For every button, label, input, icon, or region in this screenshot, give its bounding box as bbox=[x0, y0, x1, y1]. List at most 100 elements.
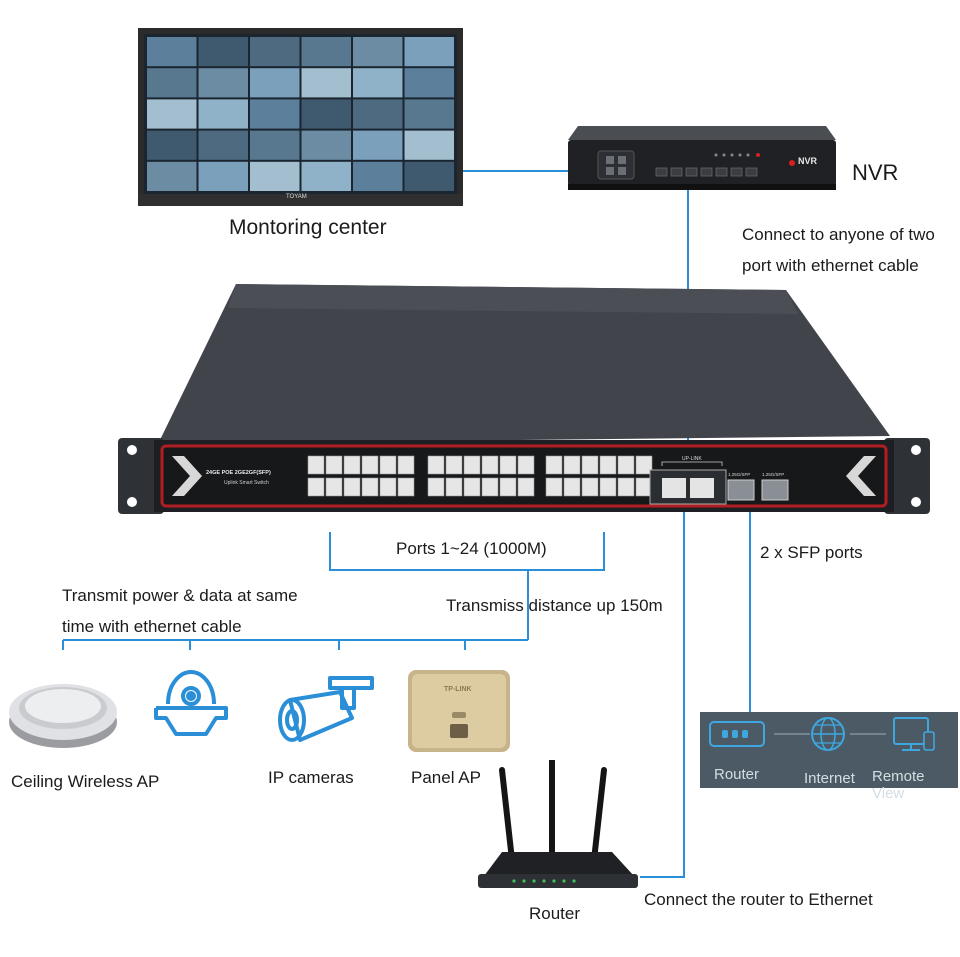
network-strip: Router Internet Remote View bbox=[700, 712, 958, 802]
monitor-tile bbox=[301, 161, 351, 191]
monitor-tile bbox=[198, 68, 248, 98]
rj45-port bbox=[397, 455, 415, 475]
monitor-tile bbox=[353, 99, 403, 129]
monitor-tile bbox=[404, 68, 454, 98]
rj45-port bbox=[545, 455, 563, 475]
monitor-tile bbox=[301, 99, 351, 129]
rj45-port bbox=[599, 455, 617, 475]
monitor-tile bbox=[147, 68, 197, 98]
monitor-tile bbox=[198, 99, 248, 129]
rj45-port bbox=[427, 477, 445, 497]
router-device bbox=[472, 757, 642, 898]
rj45-port bbox=[427, 455, 445, 475]
monitor-tile bbox=[301, 37, 351, 67]
rj45-port bbox=[445, 477, 463, 497]
rj45-port bbox=[307, 477, 325, 497]
monitor-tile bbox=[250, 130, 300, 160]
monitor-tile bbox=[353, 37, 403, 67]
rj45-port bbox=[343, 477, 361, 497]
ports-range-label: Ports 1~24 (1000M) bbox=[396, 539, 547, 558]
rj45-port bbox=[325, 455, 343, 475]
ceiling-ap-device bbox=[6, 666, 120, 756]
panel-ap-device: TP-LINK bbox=[406, 668, 512, 754]
sfp-label-2: 1.25G/SFP bbox=[762, 472, 785, 477]
rj45-port bbox=[563, 477, 581, 497]
router-strip-icon bbox=[709, 721, 765, 747]
monitor-tile bbox=[353, 68, 403, 98]
monitor-tile bbox=[250, 161, 300, 191]
monitor-tile bbox=[404, 130, 454, 160]
panel-ap-brand: TP-LINK bbox=[444, 686, 472, 693]
rj45-port bbox=[481, 455, 499, 475]
monitor-tile bbox=[198, 161, 248, 191]
transmit-line1: Transmit power & data at same bbox=[62, 586, 298, 605]
rj45-port bbox=[581, 477, 599, 497]
transmiss-distance-label: Transmiss distance up 150m bbox=[446, 596, 663, 615]
monitor-tile bbox=[147, 37, 197, 67]
strip-router-label: Router bbox=[714, 766, 760, 783]
bullet-camera-icon bbox=[270, 670, 382, 750]
router-uplink-link bbox=[640, 512, 685, 878]
router-label: Router bbox=[529, 904, 581, 923]
monitor-wall: TOYAM bbox=[138, 28, 463, 206]
rj45-port bbox=[463, 477, 481, 497]
monitor-tile bbox=[250, 68, 300, 98]
rj45-port bbox=[517, 455, 535, 475]
rj45-port bbox=[499, 455, 517, 475]
ports-bracket bbox=[329, 532, 605, 571]
monitor-tile bbox=[404, 99, 454, 129]
nvr-label: NVR bbox=[852, 160, 899, 185]
nvr-device: NVR bbox=[568, 126, 836, 192]
rj45-port bbox=[397, 477, 415, 497]
rj45-port bbox=[445, 455, 463, 475]
transmit-line2: time with ethernet cable bbox=[62, 617, 242, 636]
rj45-port bbox=[563, 455, 581, 475]
rj45-port bbox=[599, 477, 617, 497]
rj45-port bbox=[307, 455, 325, 475]
rj45-port bbox=[325, 477, 343, 497]
nvr-connect-line1: Connect to anyone of two bbox=[742, 225, 935, 244]
sfp-ports-label: 2 x SFP ports bbox=[760, 543, 863, 562]
nvr-logo: NVR bbox=[798, 156, 818, 166]
switch-model-line1: 24GE POE 2GE2GF(SFP) bbox=[206, 470, 271, 476]
poe-switch: 24GE POE 2GE2GF(SFP) Uplink Smart Switch… bbox=[118, 284, 930, 516]
uplink-label: UP-LINK bbox=[682, 456, 702, 462]
panel-ap-label: Panel AP bbox=[411, 768, 481, 787]
phone-icon bbox=[923, 731, 935, 751]
rj45-port bbox=[361, 455, 379, 475]
monitor-tile bbox=[147, 99, 197, 129]
rj45-port bbox=[635, 455, 653, 475]
monitor-tile bbox=[301, 130, 351, 160]
rj45-port bbox=[379, 455, 397, 475]
monitoring-center-label: Montoring center bbox=[229, 216, 387, 239]
rj45-port bbox=[343, 455, 361, 475]
switch-model-line2: Uplink Smart Switch bbox=[224, 480, 269, 486]
monitor-tile bbox=[353, 161, 403, 191]
monitor-tile bbox=[198, 37, 248, 67]
monitor-tile bbox=[147, 130, 197, 160]
monitor-tile bbox=[147, 161, 197, 191]
ceiling-ap-label: Ceiling Wireless AP bbox=[11, 772, 160, 791]
monitor-tile bbox=[198, 130, 248, 160]
ip-cameras-label: IP cameras bbox=[268, 768, 354, 787]
rj45-port bbox=[617, 477, 635, 497]
rj45-port bbox=[517, 477, 535, 497]
monitor-brand: TOYAM bbox=[286, 194, 307, 200]
rj45-port bbox=[581, 455, 599, 475]
sfp-label-1: 1.25G/SFP bbox=[728, 472, 751, 477]
rj45-port bbox=[379, 477, 397, 497]
monitor-tile bbox=[301, 68, 351, 98]
monitor-tile bbox=[404, 37, 454, 67]
rj45-port bbox=[545, 477, 563, 497]
monitor-tile bbox=[353, 130, 403, 160]
rj45-port bbox=[481, 477, 499, 497]
router-connect-label: Connect the router to Ethernet bbox=[644, 890, 873, 909]
rj45-port bbox=[499, 477, 517, 497]
monitor-icon bbox=[893, 717, 929, 745]
rj45-port bbox=[617, 455, 635, 475]
monitor-tile bbox=[250, 37, 300, 67]
monitor-tile bbox=[404, 161, 454, 191]
rj45-port bbox=[361, 477, 379, 497]
monitor-tile bbox=[250, 99, 300, 129]
